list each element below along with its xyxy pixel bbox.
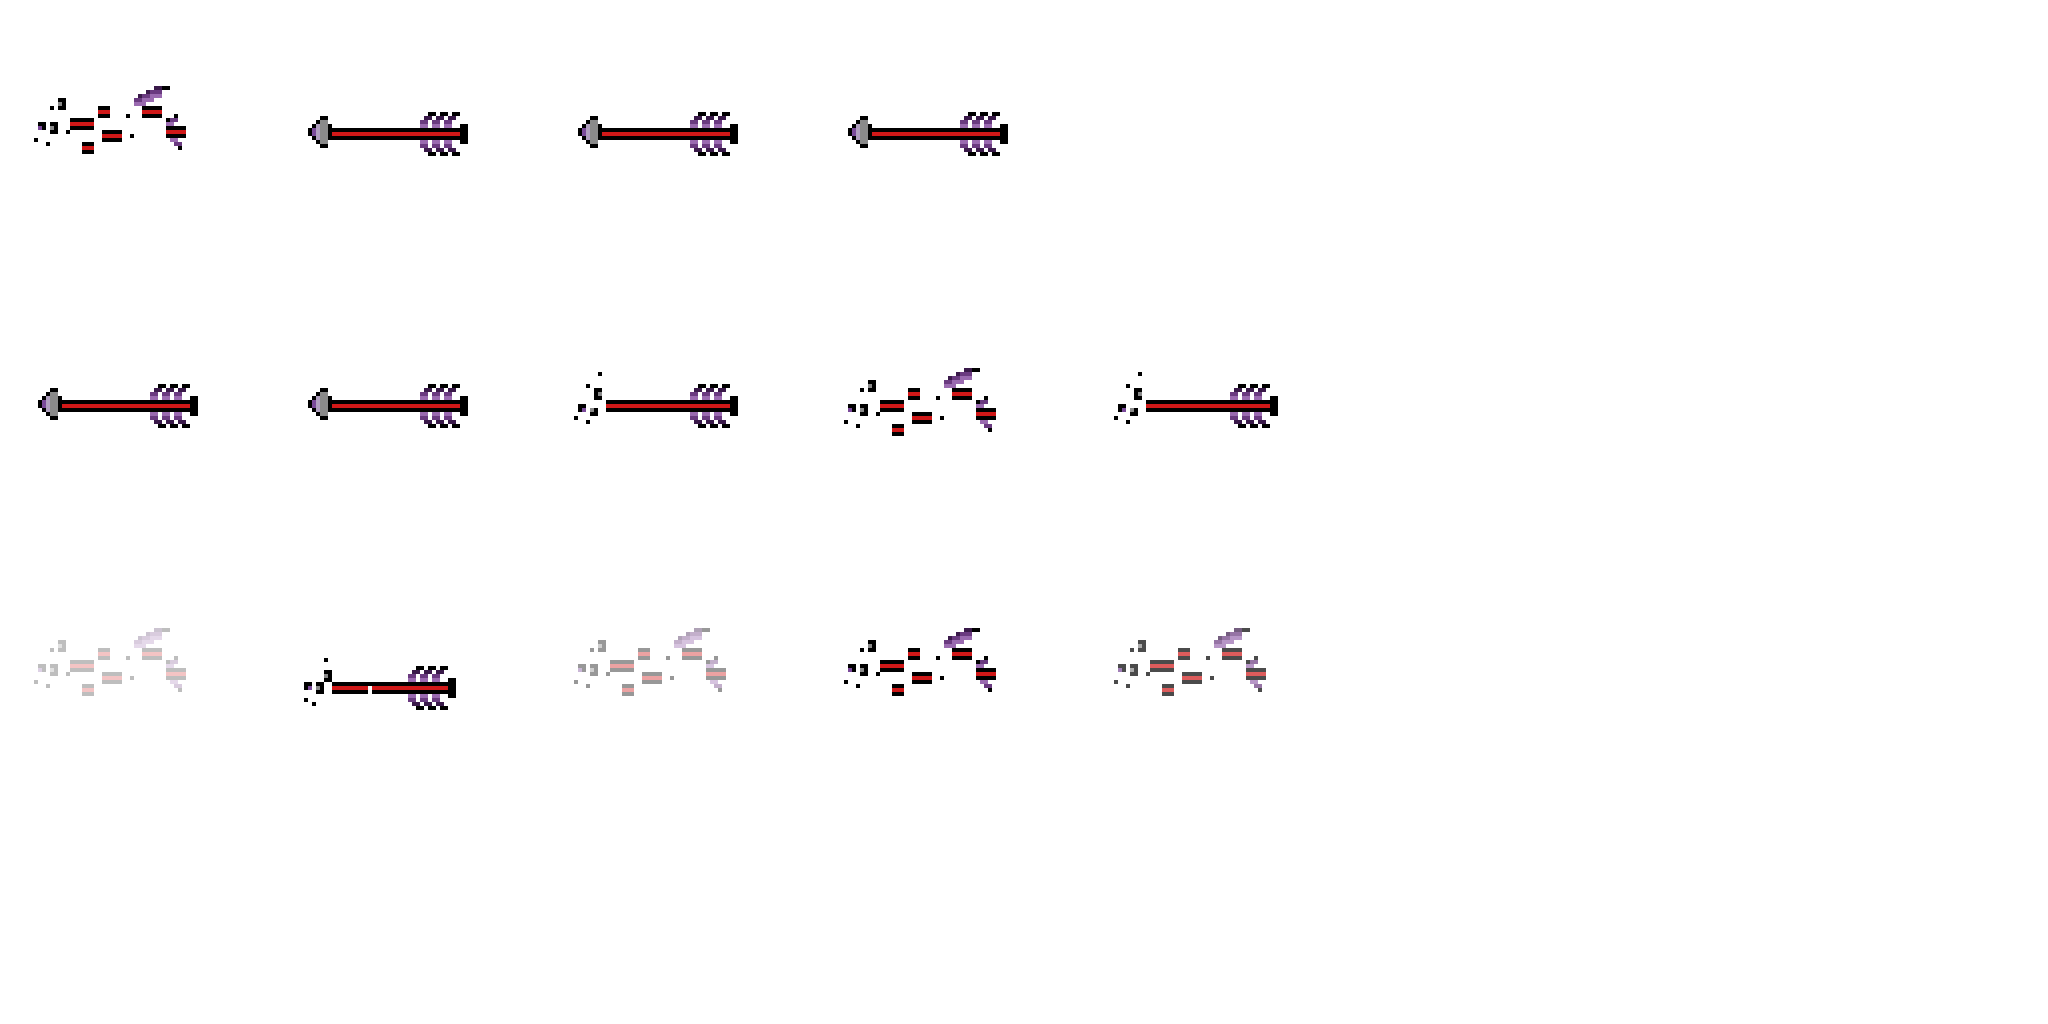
sprite-frame	[300, 630, 500, 720]
arrow-shattered-icon	[844, 628, 996, 696]
arrow-intact-icon	[308, 384, 468, 428]
sprite-frame	[570, 88, 770, 178]
arrow-cracked-head-icon	[1114, 372, 1278, 428]
sprite-frame	[1110, 620, 1310, 710]
sprite-frame	[30, 78, 230, 168]
sprite-frame	[840, 620, 1040, 710]
arrow-shattered-icon	[844, 368, 996, 436]
arrow-intact-icon	[578, 112, 738, 156]
arrow-splitting-icon	[304, 658, 456, 710]
arrow-cracked-head-icon	[574, 372, 738, 428]
arrow-intact-icon	[38, 384, 198, 428]
sprite-frame	[1110, 360, 1310, 450]
arrow-shattered-faded-icon	[34, 628, 186, 696]
sprite-frame	[300, 360, 500, 450]
arrow-intact-icon	[308, 112, 468, 156]
arrow-shattered-icon	[34, 86, 186, 154]
arrow-intact-icon	[848, 112, 1008, 156]
arrow-shattered-faded-icon	[1114, 628, 1266, 696]
sprite-frame	[30, 620, 230, 710]
sprite-frame	[570, 360, 770, 450]
sprite-frame	[30, 360, 230, 450]
arrow-shattered-faded-icon	[574, 628, 726, 696]
sprite-frame	[570, 620, 770, 710]
sprite-frame	[840, 88, 1040, 178]
sprite-frame	[840, 360, 1040, 450]
sprite-frame	[300, 88, 500, 178]
